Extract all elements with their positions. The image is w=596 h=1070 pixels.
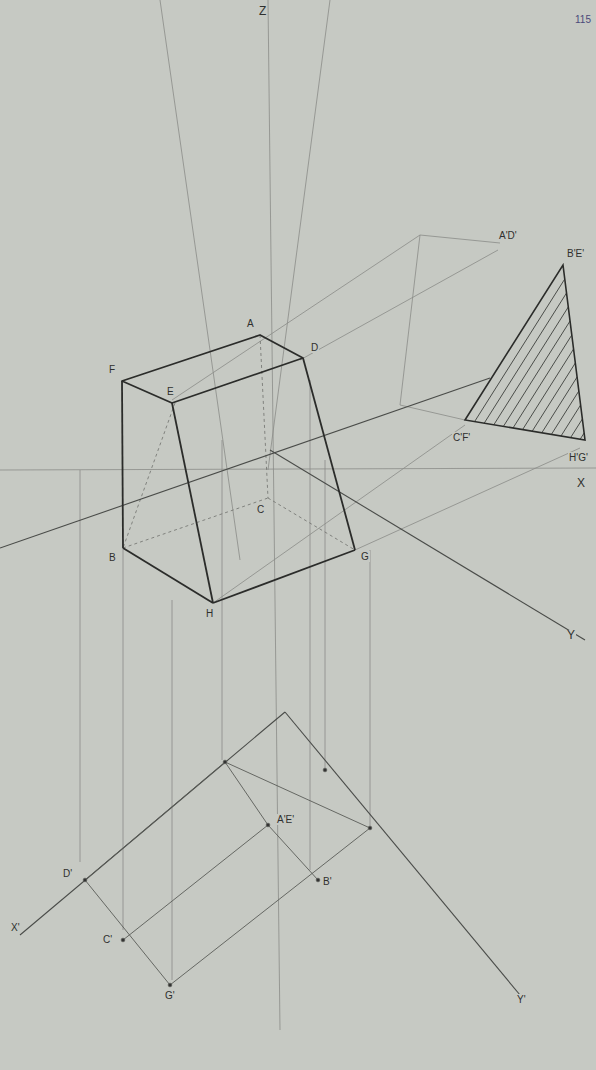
vertex-label: X — [576, 478, 586, 489]
hatch-line — [532, 363, 575, 431]
hatch-line — [494, 307, 568, 425]
vertex-label: B' — [322, 876, 333, 887]
hatch-line — [551, 391, 578, 434]
vertex-label: D — [310, 342, 319, 353]
vertex-label: A — [246, 318, 255, 329]
vertex-label: Z — [258, 6, 267, 17]
vertex-label: G — [360, 551, 370, 562]
vertex-label: B — [108, 552, 117, 563]
hatch-line — [561, 405, 581, 436]
construction-lines — [0, 0, 596, 1030]
hatch-line — [542, 377, 577, 433]
hidden-edges — [123, 335, 355, 550]
vertex-label: C — [256, 504, 265, 515]
vertex-label: F — [108, 364, 116, 375]
hatch-line — [484, 293, 566, 423]
prism — [122, 335, 355, 603]
hatch-line — [503, 321, 570, 426]
vertex-label: B'E' — [566, 248, 585, 259]
hatch-line — [571, 419, 583, 438]
sheet-number: 115 — [574, 14, 592, 25]
plan-view — [83, 760, 372, 987]
vertex-label: C' — [102, 934, 113, 945]
vertex-label: C'F' — [452, 432, 471, 443]
vertex-label: Y' — [516, 994, 527, 1005]
vertex-label: A'E' — [276, 814, 295, 825]
vertex-label: H — [205, 608, 214, 619]
vertex-label: A'D' — [498, 230, 518, 241]
vertex-label: H'G' — [568, 452, 589, 463]
side-view-triangle — [465, 265, 585, 440]
hatch-line — [513, 335, 572, 428]
vertex-label: Y — [566, 630, 576, 641]
vertex-label: D' — [62, 868, 73, 879]
vertex-label: E — [166, 386, 175, 397]
hatch-line — [523, 349, 574, 430]
axes — [0, 378, 585, 995]
vertex-label: X' — [10, 922, 21, 933]
vertex-label: G' — [164, 990, 176, 1001]
